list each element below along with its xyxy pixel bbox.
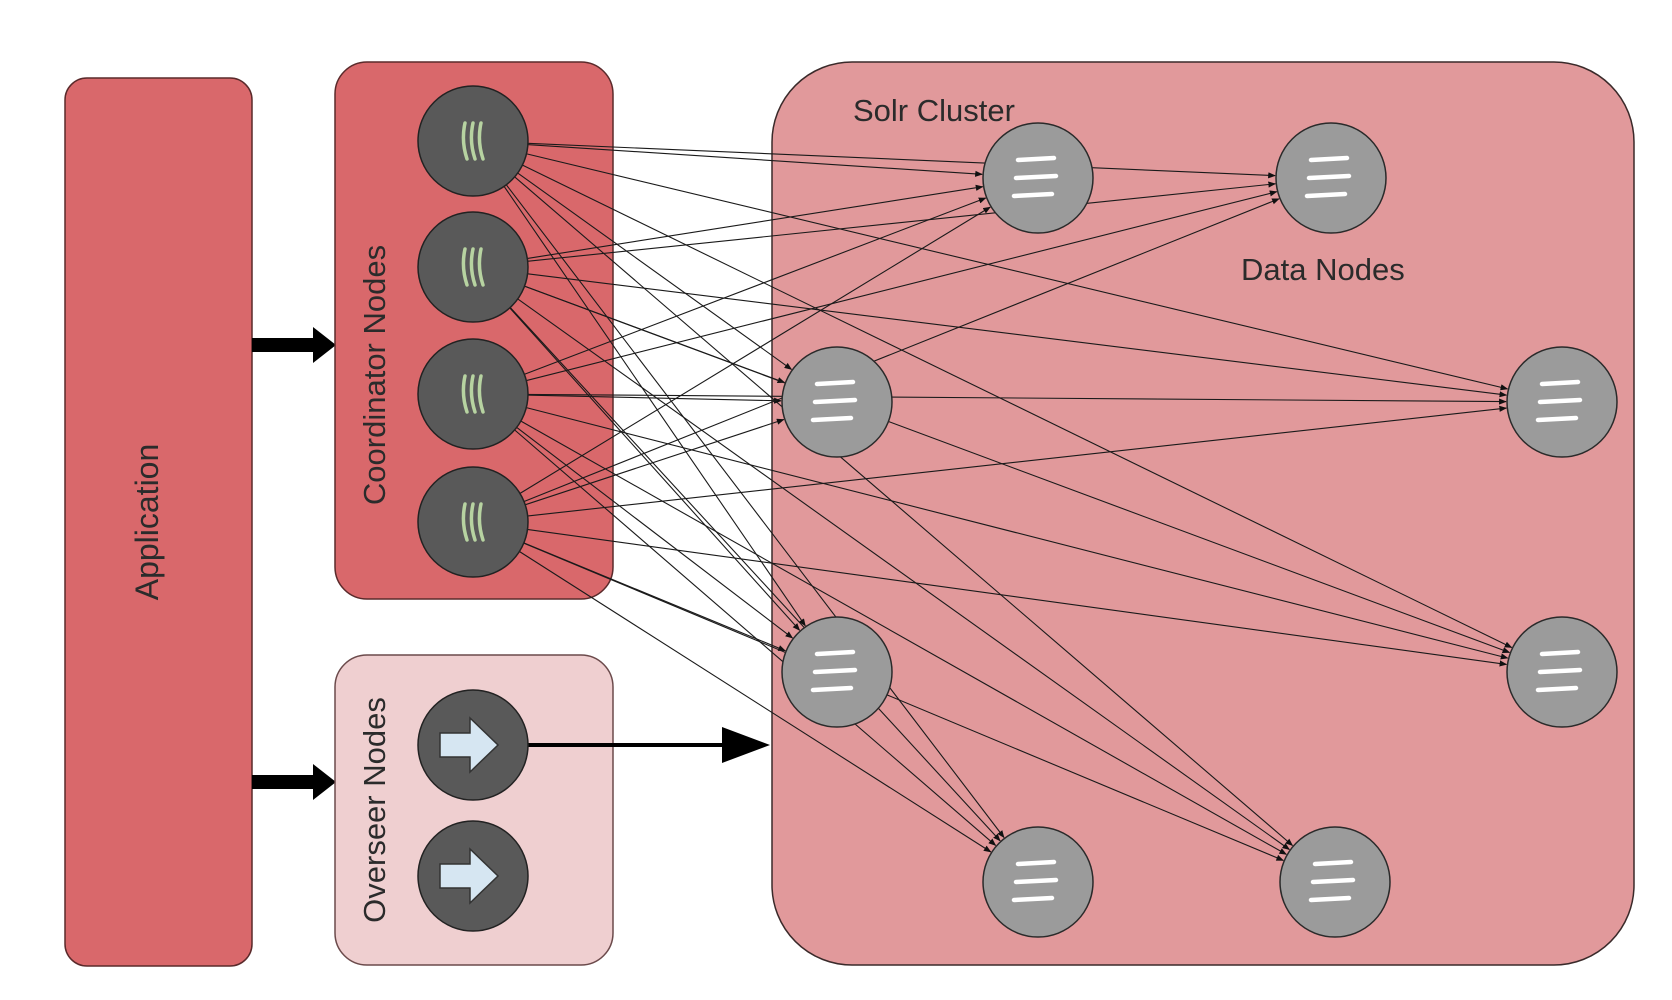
data-node-3	[781, 346, 893, 458]
connection-c3-d1	[521, 197, 987, 376]
connection-c3-d8	[518, 419, 1287, 855]
connection-c4-d2	[521, 198, 1280, 504]
connection-c1-d5	[501, 183, 806, 627]
connection-c4-d4	[524, 405, 1508, 517]
connection-c1-d3	[514, 170, 793, 370]
data-node-lines-icon	[1304, 155, 1352, 199]
overseer-box	[334, 654, 614, 966]
connection-c3-d2	[523, 190, 1278, 382]
connection-c3-d7	[512, 427, 997, 846]
coordinator-node-icon	[461, 374, 485, 414]
data-node-lines-icon	[1535, 379, 1583, 423]
solr-cluster-label: Solr Cluster	[853, 93, 1015, 128]
data-node-lines-icon	[810, 379, 858, 423]
application-box	[64, 77, 253, 967]
data-node-5	[781, 616, 893, 728]
application-label: Application	[129, 444, 165, 601]
data-node-7	[982, 826, 1094, 938]
connection-c2-d5	[507, 305, 801, 631]
coordinator-node-4	[417, 466, 529, 578]
connection-c2-d8	[514, 296, 1291, 850]
overseer-arrow-icon	[439, 716, 500, 774]
connection-c1-d4	[523, 152, 1509, 391]
overseer-node-2	[417, 820, 529, 932]
connection-c2-d2	[524, 181, 1277, 263]
connection-c1-d2	[524, 142, 1276, 179]
connection-c4-d6	[524, 528, 1508, 667]
solr-cluster-group: Solr Cluster Data Nodes	[771, 61, 1635, 966]
data-node-4	[1506, 346, 1618, 458]
coordinator-node-icon	[461, 502, 485, 542]
coordinator-nodes-label: Coordinator Nodes	[357, 245, 392, 505]
overseer-node-1	[417, 689, 529, 801]
connection-c2-d6	[521, 284, 1511, 654]
application-arrows	[252, 327, 336, 800]
coordinator-node-1	[417, 85, 529, 197]
coordinator-node-icon	[461, 247, 485, 287]
data-node-1	[982, 122, 1094, 234]
connection-c2-d4	[524, 272, 1508, 398]
connection-c1-d7	[504, 182, 1005, 839]
connection-c1-d6	[519, 163, 1513, 648]
coordinator-node-icon	[461, 121, 485, 161]
overseer-nodes-label: Overseer Nodes	[357, 697, 392, 923]
application-block: Application	[64, 77, 253, 967]
data-node-lines-icon	[1011, 859, 1059, 903]
coordinator-box	[334, 61, 614, 600]
connection-c4-d1	[517, 206, 991, 496]
overseer-to-cluster-arrow	[528, 727, 770, 763]
data-node-8	[1279, 826, 1391, 938]
data-node-6	[1506, 616, 1618, 728]
solr-cluster-box	[771, 61, 1635, 966]
connection-c4-d3	[522, 418, 785, 507]
overseer-arrowhead	[722, 727, 770, 763]
connection-c2-d1	[524, 184, 984, 260]
coordinator-node-3	[417, 338, 529, 450]
connection-c1-d1	[524, 143, 983, 177]
coordinator-nodes-group: Coordinator Nodes	[334, 61, 614, 600]
connection-c3-d5	[513, 425, 794, 639]
connection-c1-d8	[512, 174, 1294, 847]
data-node-lines-icon	[1308, 859, 1356, 903]
overseer-arrow-icon	[439, 847, 500, 905]
data-nodes-group	[781, 122, 1618, 938]
app-to-overseer-arrowhead	[313, 764, 336, 800]
overseer-nodes-group: Overseer Nodes	[334, 654, 614, 966]
connection-c3-d3	[524, 394, 782, 404]
data-node-lines-icon	[1535, 649, 1583, 693]
data-nodes-label: Data Nodes	[1241, 252, 1405, 287]
connection-c4-d7	[516, 549, 992, 853]
app-to-coordinator-arrowhead	[313, 327, 336, 363]
connection-c4-d8	[520, 541, 1285, 861]
connection-c3-d6	[523, 406, 1509, 660]
connection-c3-d4	[524, 393, 1507, 405]
coordinator-node-2	[417, 211, 529, 323]
data-node-lines-icon	[810, 649, 858, 693]
data-node-2	[1275, 122, 1387, 234]
connection-lines	[501, 142, 1513, 861]
data-node-lines-icon	[1011, 155, 1059, 199]
